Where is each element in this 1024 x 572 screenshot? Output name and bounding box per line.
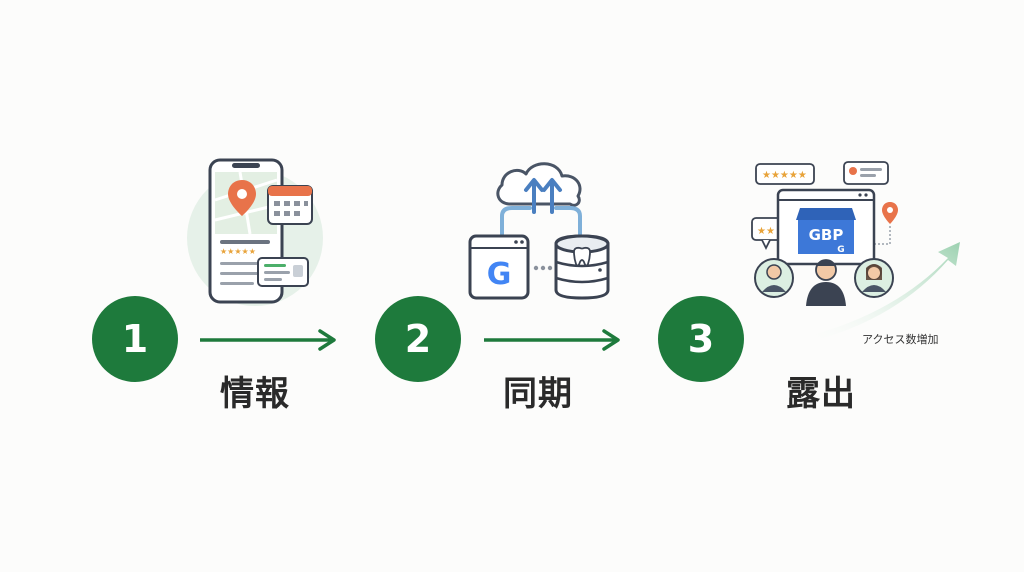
step-1-number: 1 (121, 317, 149, 361)
svg-text:★★: ★★ (757, 226, 775, 237)
step-1-circle: 1 (92, 296, 178, 382)
growth-arrow-icon (800, 242, 960, 344)
step-2-number: 2 (404, 317, 432, 361)
trend-caption: アクセス数増加 (862, 333, 939, 346)
google-browser-icon: G (468, 234, 530, 300)
arrow-1-to-2 (200, 329, 336, 351)
step-3-circle: 3 (658, 296, 744, 382)
svg-text:★★★★★: ★★★★★ (762, 170, 807, 181)
step2-illustration: G (468, 162, 610, 300)
svg-text:★★★★★: ★★★★★ (220, 247, 256, 256)
cloud-sync-icon (496, 162, 582, 236)
review-stars-icon: ★★★★★ (755, 163, 815, 185)
map-pin-icon (843, 161, 898, 245)
gbp-storefront-icon: GBP G (776, 188, 876, 266)
customer-avatar-icon (754, 258, 794, 298)
database-tooth-icon (554, 234, 610, 300)
svg-text:G: G (487, 257, 512, 292)
step-3-label: 露出 (786, 374, 856, 414)
sync-dots (533, 265, 553, 271)
arrow-2-to-3 (484, 329, 620, 351)
gbp-badge-subtext: G (837, 245, 844, 255)
step-2-circle: 2 (375, 296, 461, 382)
customer-avatar-icon (806, 259, 846, 306)
step-2-label: 同期 (503, 374, 573, 414)
business-card-icon (257, 257, 309, 287)
gbp-badge-text: GBP (809, 226, 844, 244)
step-3-number: 3 (687, 317, 715, 361)
step1-illustration: ★★★★★ (187, 158, 323, 306)
step-1-label: 情報 (220, 374, 290, 414)
map-pin-icon (228, 180, 256, 216)
calendar-icon (267, 185, 313, 225)
customer-avatar-icon (854, 258, 894, 298)
step3-illustration: ★★★★★ ★★ GBP G (751, 161, 960, 344)
